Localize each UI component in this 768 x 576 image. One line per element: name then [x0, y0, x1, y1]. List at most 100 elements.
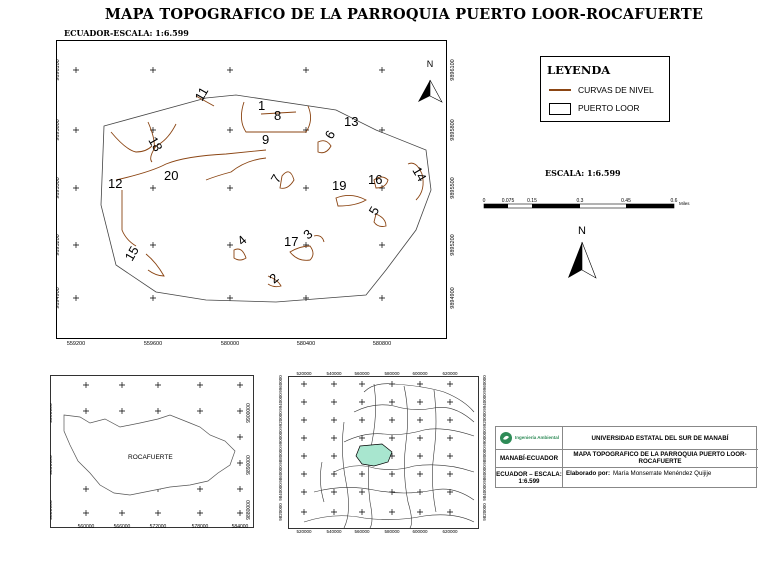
- contour-label: 14: [409, 164, 429, 184]
- grid-cross: [119, 408, 125, 414]
- x-tick-bottom: 559200: [67, 341, 85, 346]
- author-label: Elaborado por:: [566, 469, 611, 477]
- manabi-x-tick-bottom: 520000: [296, 529, 312, 534]
- grid-cross: [417, 471, 423, 477]
- manabi-y-tick: 9860000: [278, 465, 283, 483]
- inset-y-tick-right: 9890000: [246, 455, 252, 475]
- manabi-y-tick-right: 9880000: [482, 447, 487, 465]
- grid-cross: [359, 509, 365, 515]
- contour-label: 18: [145, 134, 165, 154]
- grid-cross: [389, 509, 395, 515]
- x-tick-top: 559200: [67, 40, 85, 41]
- grid-cross: [73, 242, 79, 248]
- x-tick-bottom: 580400: [297, 341, 315, 346]
- grid-cross: [150, 242, 156, 248]
- grid-cross: [301, 453, 307, 459]
- contour-label: 13: [344, 114, 358, 129]
- grid-cross: [150, 67, 156, 73]
- grid-cross: [301, 435, 307, 441]
- grid-cross: [447, 417, 453, 423]
- x-tick-bottom: 559600: [144, 341, 162, 346]
- x-tick-bottom: 580800: [373, 341, 391, 346]
- x-tick-bottom: 580000: [221, 341, 239, 346]
- grid-cross: [379, 67, 385, 73]
- grid-cross: [73, 67, 79, 73]
- manabi-x-tick: 620000: [442, 372, 458, 376]
- grid-cross: [389, 489, 395, 495]
- grid-cross: [237, 510, 243, 516]
- contour-label: 15: [122, 243, 142, 263]
- grid-cross: [303, 67, 309, 73]
- logo: Ingeniería Ambiental: [496, 427, 562, 449]
- grid-cross: [227, 127, 233, 133]
- inset-x-tick-bottom: 584000: [232, 524, 249, 530]
- grid-cross: [237, 382, 243, 388]
- grid-cross: [227, 295, 233, 301]
- grid-cross: [73, 295, 79, 301]
- grid-cross: [417, 417, 423, 423]
- grid-cross: [359, 435, 365, 441]
- manabi-y-tick-right: 9820000: [482, 503, 487, 521]
- rocafuerte-inset: 5600005600005660005660005720005720005780…: [50, 375, 254, 530]
- grid-cross: [331, 435, 337, 441]
- grid-cross: [331, 453, 337, 459]
- grid-cross: [227, 67, 233, 73]
- scale-label: 0.6: [671, 198, 678, 204]
- grid-cross: [197, 408, 203, 414]
- grid-cross: [447, 489, 453, 495]
- inset-x-tick-bottom: 566000: [114, 524, 131, 530]
- scale-label: 0.3: [577, 198, 584, 204]
- inset-x-tick: 578000: [192, 375, 209, 376]
- y-tick-left: 9894900: [56, 287, 61, 308]
- manabi-x-tick-bottom: 560000: [354, 529, 370, 534]
- grid-cross: [359, 489, 365, 495]
- manabi-x-tick-bottom: 600000: [412, 529, 428, 534]
- contour-label: 19: [332, 178, 346, 193]
- grid-cross: [83, 486, 89, 492]
- manabi-y-tick: 9900000: [278, 429, 283, 447]
- grid-cross: [359, 399, 365, 405]
- y-tick-left: 9895200: [56, 234, 61, 255]
- contour-label: 20: [164, 168, 178, 183]
- x-tick-top: 580000: [221, 40, 239, 41]
- scale-label: 0.075: [502, 198, 515, 204]
- inset-y-tick-right: 9880000: [246, 500, 252, 520]
- legend-title: LEYENDA: [547, 63, 611, 77]
- grid-cross: [331, 381, 337, 387]
- inset-x-tick: 584000: [232, 375, 249, 376]
- grid-cross: [83, 408, 89, 414]
- y-tick-left: 9895800: [56, 119, 61, 140]
- inset-y-tick: 9900000: [50, 403, 54, 423]
- grid-cross: [227, 185, 233, 191]
- manabi-y-tick: 9940000: [278, 393, 283, 411]
- x-tick-top: 580800: [373, 40, 391, 41]
- manabi-y-tick: 9840000: [278, 483, 283, 501]
- grid-cross: [447, 471, 453, 477]
- leaf-logo-icon: [499, 432, 512, 444]
- legend-item-contours: CURVAS DE NIVEL: [578, 85, 654, 95]
- rocafuerte-boundary: [63, 414, 236, 496]
- grid-cross: [447, 381, 453, 387]
- grid-cross: [237, 486, 243, 492]
- grid-cross: [197, 510, 203, 516]
- contour-label: 17: [284, 234, 298, 249]
- grid-cross: [301, 417, 307, 423]
- manabi-y-tick-right: 9920000: [482, 411, 487, 429]
- grid-cross: [301, 471, 307, 477]
- grid-cross: [119, 382, 125, 388]
- y-tick-right: 9896100: [450, 59, 456, 80]
- manabi-y-tick: 9960000: [278, 375, 283, 393]
- legend: LEYENDA CURVAS DE NIVEL PUERTO LOOR: [540, 56, 670, 122]
- map-subtitle: ECUADOR-ESCALA: 1:6.599: [64, 28, 189, 38]
- university-name: UNIVERSIDAD ESTATAL DEL SUR DE MANABÍ: [591, 434, 729, 442]
- y-tick-right: 9895200: [450, 234, 456, 255]
- grid-cross: [303, 185, 309, 191]
- inset-x-tick: 572000: [150, 375, 167, 376]
- manabi-y-tick-right: 9900000: [482, 429, 487, 447]
- grid-cross: [155, 408, 161, 414]
- scale-title: ESCALA: 1:6.599: [545, 168, 621, 178]
- grid-cross: [359, 417, 365, 423]
- inset-y-tick: 9890000: [50, 455, 54, 475]
- grid-cross: [237, 434, 243, 440]
- grid-cross: [359, 471, 365, 477]
